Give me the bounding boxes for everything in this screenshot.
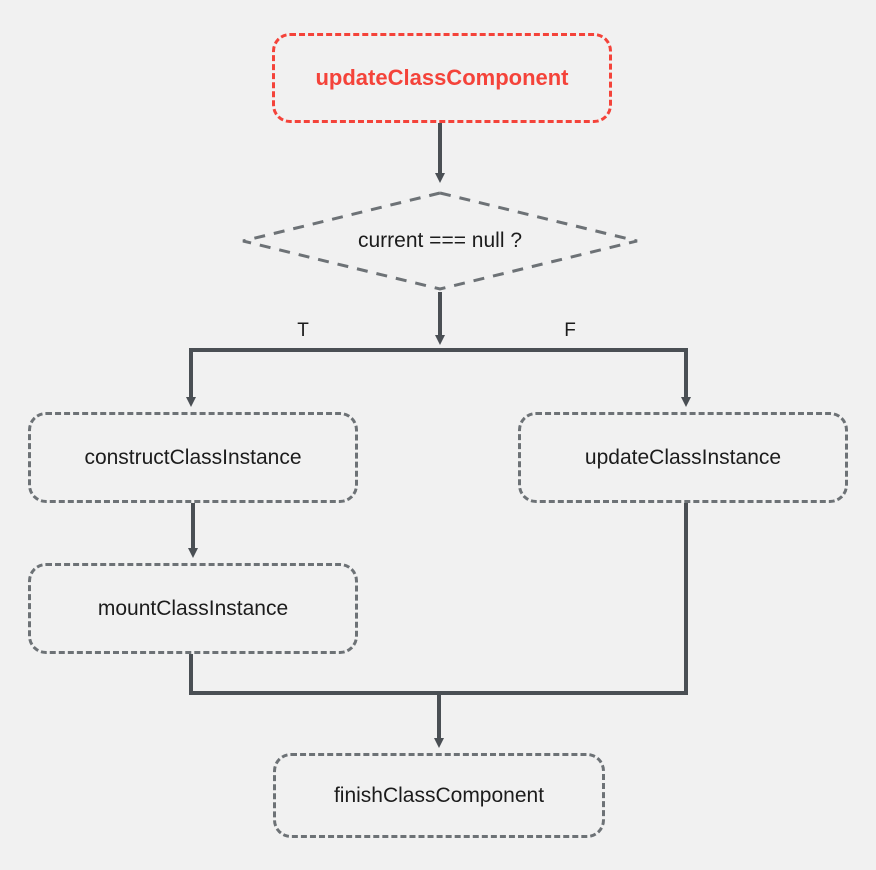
branch-label-true: T [297,320,309,341]
node-decision-label: current === null ? [357,229,523,252]
node-mount-class-instance-label: mountClassInstance [97,596,289,620]
node-construct-class-instance[interactable]: constructClassInstance [28,412,358,503]
node-update-class-component-label: updateClassComponent [315,64,569,90]
node-finish-class-component-label: finishClassComponent [333,783,545,807]
node-update-class-instance[interactable]: updateClassInstance [518,412,848,503]
node-finish-class-component[interactable]: finishClassComponent [273,753,605,838]
edge-merge-to-finish [189,691,688,748]
branch-label-false: F [564,320,576,341]
node-decision-current-null[interactable]: current === null ? [240,190,640,292]
node-construct-class-instance-label: constructClassInstance [84,445,302,469]
node-update-class-component[interactable]: updateClassComponent [272,33,612,123]
diamond-shape-icon [242,191,638,291]
node-update-class-instance-label: updateClassInstance [584,445,782,469]
edge-decision-to-bus [189,292,688,352]
node-mount-class-instance[interactable]: mountClassInstance [28,563,358,654]
